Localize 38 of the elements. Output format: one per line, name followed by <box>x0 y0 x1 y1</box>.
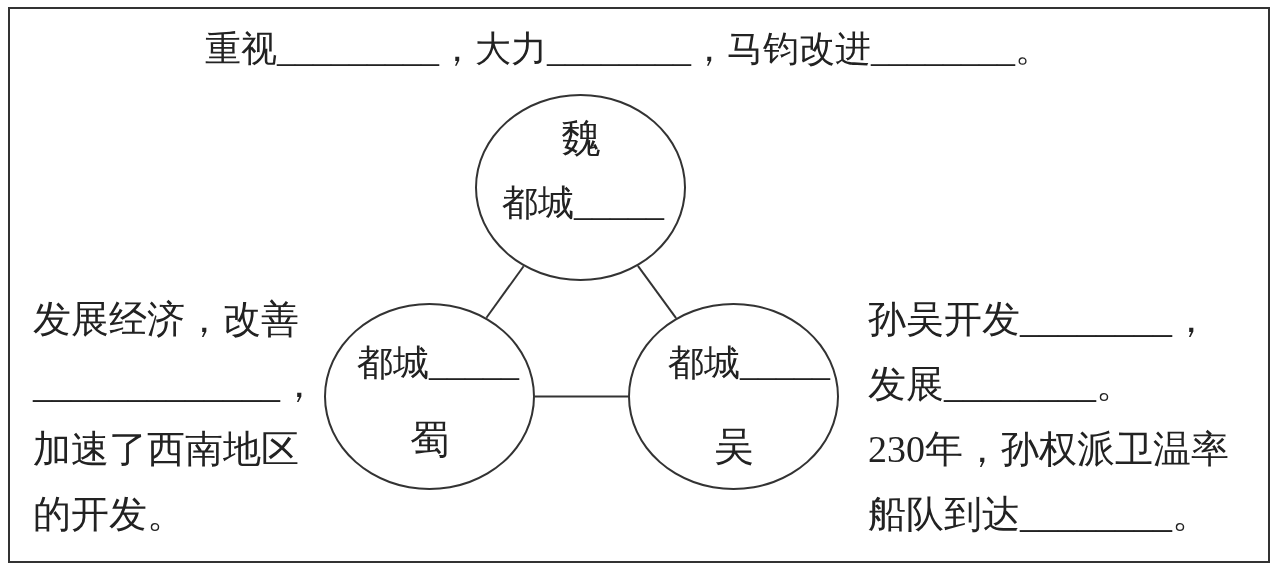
outer-frame <box>8 7 1270 563</box>
circle-label: 蜀 <box>409 416 450 464</box>
prompt-text: 。 <box>1172 493 1210 535</box>
prompt-text: 加速了西南地区 <box>33 428 299 470</box>
prompt-text: 都城 <box>668 343 740 383</box>
circle-label: 魏 <box>560 115 601 163</box>
fill-in-line: ________ <box>547 29 691 69</box>
prompt-text: 船队到达 <box>868 493 1020 535</box>
fill-in-line: _____ <box>740 343 830 383</box>
prompt-text: 230年，孙权派卫温率 <box>868 428 1229 470</box>
connector-line <box>534 395 629 398</box>
prompt-text: 。 <box>1096 363 1134 405</box>
prompt-text: ， <box>1172 298 1210 340</box>
prompt-text: ， <box>280 363 318 405</box>
prompt-text: 。 <box>1015 29 1051 69</box>
fill-in-line: ________ <box>1020 298 1172 340</box>
prompt-text: ，大力 <box>439 29 547 69</box>
fill-in-line: ________ <box>1020 493 1172 535</box>
circle-node <box>628 303 839 490</box>
fill-in-line: _____ <box>429 343 519 383</box>
fill-in-line: _____ <box>574 183 664 223</box>
circle-node <box>475 94 686 281</box>
prompt-text: ，马钧改进 <box>691 29 871 69</box>
circle-node <box>324 303 535 490</box>
connector-line <box>485 265 525 319</box>
prompt-text: 孙吴开发 <box>868 298 1020 340</box>
circle-label: 吴 <box>713 423 754 471</box>
fill-in-line: ________ <box>944 363 1096 405</box>
connector-line <box>636 264 678 320</box>
prompt-text: 都城 <box>357 343 429 383</box>
prompt-text: 发展经济，改善 <box>33 298 299 340</box>
fill-in-line: ________ <box>871 29 1015 69</box>
fill-in-line: _____________ <box>33 363 280 405</box>
prompt-text: 的开发。 <box>33 493 185 535</box>
prompt-text: 都城 <box>502 183 574 223</box>
fill-in-line: _________ <box>277 29 439 69</box>
prompt-text: 发展 <box>868 363 944 405</box>
prompt-text: 重视 <box>205 29 277 69</box>
